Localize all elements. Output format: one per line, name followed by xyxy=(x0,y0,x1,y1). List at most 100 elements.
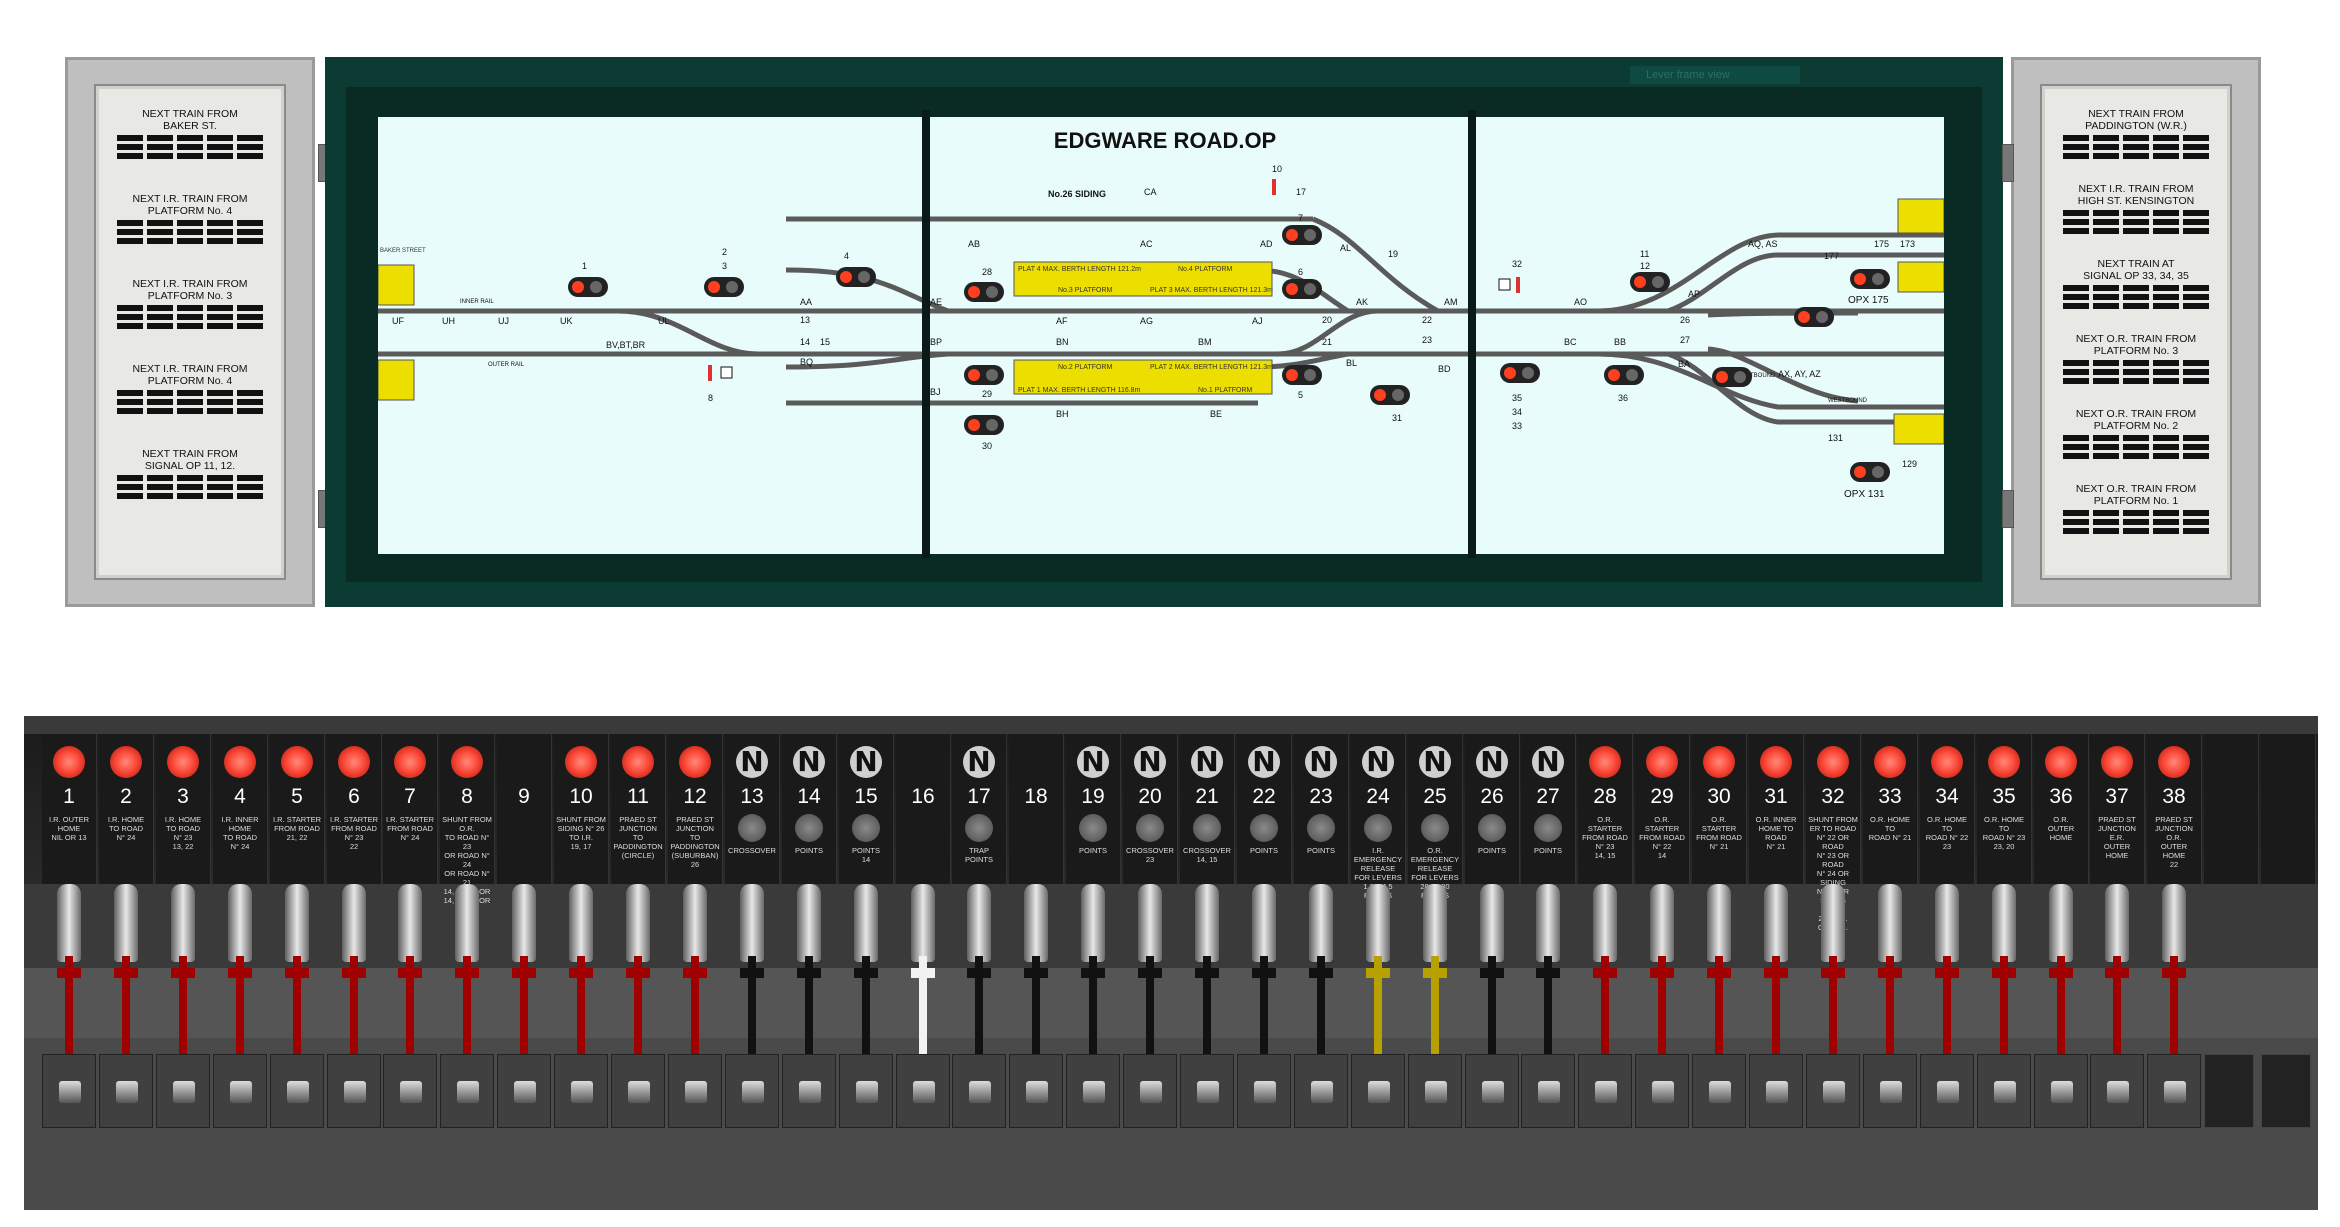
lever-handle[interactable] xyxy=(2105,884,2129,962)
signal-head[interactable] xyxy=(1794,307,1834,327)
shunt-signal[interactable] xyxy=(708,365,712,381)
lever-handle[interactable] xyxy=(911,884,935,962)
lever-rod[interactable] xyxy=(2113,956,2121,1096)
lever-base-slot xyxy=(1351,1054,1405,1128)
lever-rod[interactable] xyxy=(65,956,73,1096)
signal-head[interactable] xyxy=(1712,367,1752,387)
lever-handle[interactable] xyxy=(1821,884,1845,962)
lever-handle[interactable] xyxy=(569,884,593,962)
lever-rod[interactable] xyxy=(1715,956,1723,1096)
lever-handle[interactable] xyxy=(1195,884,1219,962)
frame-view-tab[interactable]: Lever frame view xyxy=(1630,66,1800,84)
lever-rod[interactable] xyxy=(1829,956,1837,1096)
lever-handle[interactable] xyxy=(683,884,707,962)
lever-rod[interactable] xyxy=(2057,956,2065,1096)
lever-handle[interactable] xyxy=(2049,884,2073,962)
signal-head[interactable] xyxy=(964,282,1004,302)
lever-rod[interactable] xyxy=(577,956,585,1096)
lever-handle[interactable] xyxy=(797,884,821,962)
lever-handle[interactable] xyxy=(1593,884,1617,962)
lever-rod[interactable] xyxy=(463,956,471,1096)
signal-head[interactable] xyxy=(1370,385,1410,405)
signal-head[interactable] xyxy=(836,267,876,287)
lever-rod[interactable] xyxy=(1317,956,1325,1096)
signal-head[interactable] xyxy=(1630,272,1670,292)
lever-rod[interactable] xyxy=(748,956,756,1096)
lever-handle[interactable] xyxy=(626,884,650,962)
lever-handle[interactable] xyxy=(1252,884,1276,962)
lever-handle[interactable] xyxy=(1480,884,1504,962)
lever-rod[interactable] xyxy=(975,956,983,1096)
lever-rod[interactable] xyxy=(520,956,528,1096)
lever-rod[interactable] xyxy=(919,956,927,1096)
lever-handle[interactable] xyxy=(740,884,764,962)
signal-head[interactable] xyxy=(1282,225,1322,245)
lever-rod[interactable] xyxy=(1431,956,1439,1096)
lever-rod[interactable] xyxy=(1772,956,1780,1096)
lever-handle[interactable] xyxy=(1309,884,1333,962)
lever-rod[interactable] xyxy=(1886,956,1894,1096)
lever-rod[interactable] xyxy=(293,956,301,1096)
lever-handle[interactable] xyxy=(114,884,138,962)
lever-handle[interactable] xyxy=(1024,884,1048,962)
lever-handle[interactable] xyxy=(1935,884,1959,962)
lever-rod[interactable] xyxy=(2170,956,2178,1096)
lever-handle[interactable] xyxy=(512,884,536,962)
lever-handle[interactable] xyxy=(1878,884,1902,962)
lever-handle[interactable] xyxy=(285,884,309,962)
signal-head[interactable] xyxy=(1282,365,1322,385)
lever-handle[interactable] xyxy=(57,884,81,962)
lever-handle[interactable] xyxy=(1764,884,1788,962)
lever-catch xyxy=(228,968,252,978)
signal-head[interactable] xyxy=(1282,279,1322,299)
lever-handle[interactable] xyxy=(2162,884,2186,962)
lever-handle[interactable] xyxy=(398,884,422,962)
lever-rod[interactable] xyxy=(179,956,187,1096)
shunt-signal[interactable] xyxy=(1516,277,1520,293)
lever-rod[interactable] xyxy=(805,956,813,1096)
lever-handle[interactable] xyxy=(1992,884,2016,962)
lever-rod[interactable] xyxy=(1146,956,1154,1096)
lever-rod[interactable] xyxy=(236,956,244,1096)
lever-handle[interactable] xyxy=(171,884,195,962)
lever-handle[interactable] xyxy=(1707,884,1731,962)
lever-handle[interactable] xyxy=(1081,884,1105,962)
lever-handle[interactable] xyxy=(1536,884,1560,962)
lever-handle[interactable] xyxy=(342,884,366,962)
lever-handle[interactable] xyxy=(1366,884,1390,962)
signal-head[interactable] xyxy=(1500,363,1540,383)
lever-rod[interactable] xyxy=(1032,956,1040,1096)
lever-rod[interactable] xyxy=(1601,956,1609,1096)
lever-rod[interactable] xyxy=(862,956,870,1096)
lever-handle[interactable] xyxy=(967,884,991,962)
signal-head[interactable] xyxy=(1604,365,1644,385)
signal-head[interactable] xyxy=(568,277,608,297)
lever-handle[interactable] xyxy=(1650,884,1674,962)
lever-handle[interactable] xyxy=(1423,884,1447,962)
signal-head[interactable] xyxy=(964,365,1004,385)
signal-head[interactable] xyxy=(964,415,1004,435)
lever-rod[interactable] xyxy=(1374,956,1382,1096)
lever-rod[interactable] xyxy=(1260,956,1268,1096)
signals xyxy=(568,179,1890,482)
lever-rod[interactable] xyxy=(122,956,130,1096)
lever-handle[interactable] xyxy=(228,884,252,962)
signal-head[interactable] xyxy=(1850,462,1890,482)
signal-head[interactable] xyxy=(704,277,744,297)
lever-rod[interactable] xyxy=(1544,956,1552,1096)
lever-rod[interactable] xyxy=(2000,956,2008,1096)
lever-rod[interactable] xyxy=(1488,956,1496,1096)
lever-rod[interactable] xyxy=(1089,956,1097,1096)
lever-rod[interactable] xyxy=(634,956,642,1096)
lever-handle[interactable] xyxy=(1138,884,1162,962)
lever-handle[interactable] xyxy=(854,884,878,962)
shunt-signal[interactable] xyxy=(1272,179,1276,195)
lever-handle[interactable] xyxy=(455,884,479,962)
lever-rod[interactable] xyxy=(1658,956,1666,1096)
lever-rod[interactable] xyxy=(350,956,358,1096)
lever-rod[interactable] xyxy=(1943,956,1951,1096)
lever-rod[interactable] xyxy=(691,956,699,1096)
lever-rod[interactable] xyxy=(1203,956,1211,1096)
lever-rod[interactable] xyxy=(406,956,414,1096)
signal-head[interactable] xyxy=(1850,269,1890,289)
